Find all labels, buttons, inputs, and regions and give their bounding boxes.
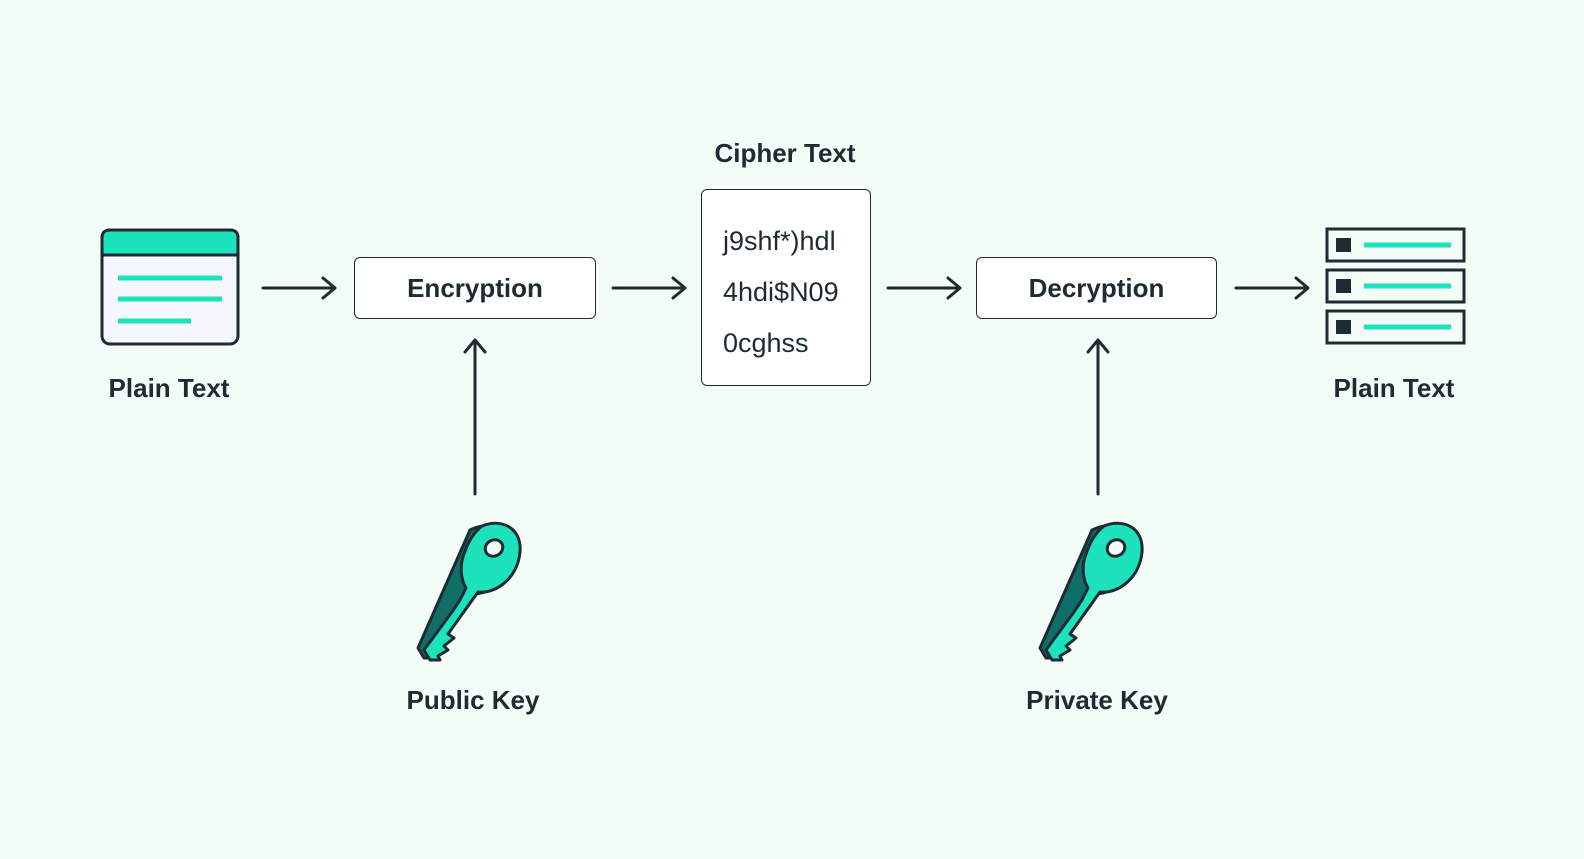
public-key-icon	[416, 521, 522, 662]
cipher-text-line: j9shf*)hdl	[723, 226, 836, 256]
list-icon	[1325, 227, 1466, 345]
cipher-text-line: 4hdi$N09	[723, 277, 839, 307]
private-key-label: Private Key	[1026, 685, 1168, 715]
document-icon	[100, 228, 240, 346]
decryption-box: Decryption	[976, 257, 1217, 319]
arrow-publickey-to-encryption	[463, 338, 487, 496]
plain-text-output-label: Plain Text	[1333, 373, 1455, 403]
public-key-label: Public Key	[406, 685, 540, 715]
encryption-box: Encryption	[354, 257, 596, 319]
arrow-ciphertext-to-decryption	[886, 276, 962, 300]
arrow-plaintext-to-encryption	[261, 276, 337, 300]
private-key-icon	[1038, 521, 1144, 662]
cipher-text-line: 0cghss	[723, 328, 809, 358]
plain-text-input-label: Plain Text	[108, 373, 230, 403]
arrow-decryption-to-plaintext	[1234, 276, 1310, 300]
cipher-text-box: j9shf*)hdl 4hdi$N09 0cghss	[701, 189, 871, 386]
arrow-privatekey-to-decryption	[1086, 338, 1110, 496]
cipher-text-title: Cipher Text	[714, 138, 856, 168]
arrow-encryption-to-ciphertext	[611, 276, 687, 300]
decryption-label: Decryption	[1028, 272, 1165, 303]
encryption-label: Encryption	[407, 272, 543, 303]
